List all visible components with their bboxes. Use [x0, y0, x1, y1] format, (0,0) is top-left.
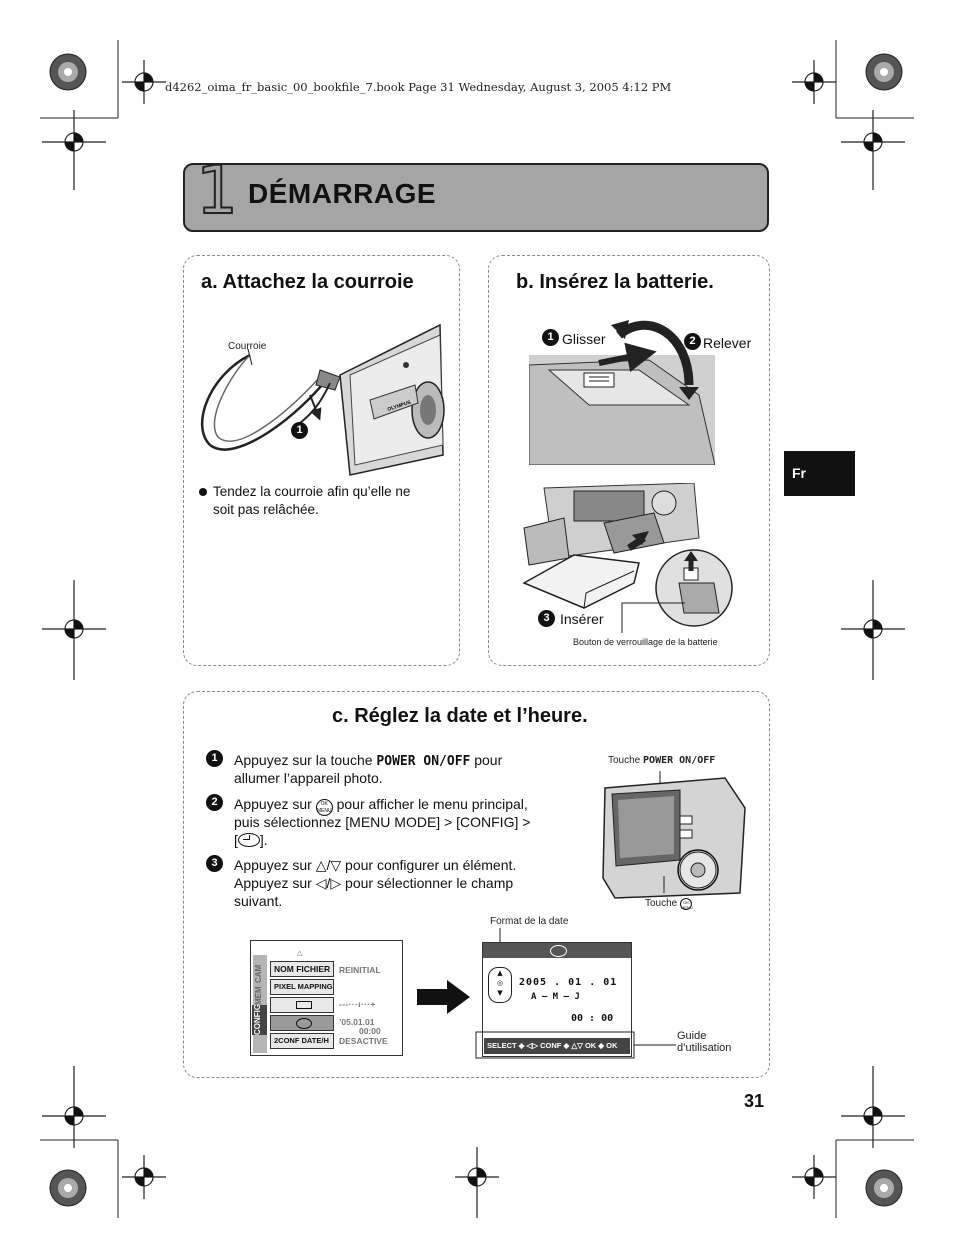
menu-clock-icon — [295, 1018, 312, 1029]
menu-value-time: 00:00 — [359, 1026, 381, 1036]
date-step3-line1: Appuyez sur △/▽ pour configurer un éléme… — [234, 857, 517, 873]
lcd-date-order: A — M — J — [531, 992, 580, 1002]
battery-lock-label: Bouton de verrouillage de la batterie — [573, 637, 718, 647]
section-c-title: c. Réglez la date et l’heure. — [332, 705, 588, 727]
guide-bracket — [475, 1031, 676, 1059]
date-step2-line2: puis sélectionnez [MENU MODE] > [CONFIG]… — [234, 814, 531, 830]
lcd-clock-icon — [550, 945, 567, 957]
touche-power-label: Touche POWER ON/OFF — [608, 755, 716, 766]
menu-item-dual-time: 2CONF DATE/H — [270, 1033, 334, 1049]
battery-cover-illustration — [529, 320, 715, 465]
lcd-order-selector: ▲◎▼ — [488, 967, 512, 1003]
date-step2-line3: []. — [234, 832, 268, 848]
up-down-arrow-icon: △/▽ — [315, 857, 342, 873]
guide-label-line1: Guide — [677, 1030, 707, 1042]
monitor-brightness-icon — [295, 1001, 312, 1009]
menu-tab-mem: MEM — [254, 986, 263, 1005]
date-step2-marker: 2 — [206, 794, 223, 811]
lcd-time: 00 : 00 — [571, 1013, 614, 1024]
date-step3-marker: 3 — [206, 855, 223, 872]
date-step1-marker: 1 — [206, 750, 223, 767]
panel-strap — [183, 255, 460, 666]
date-step3-line3: suivant. — [234, 893, 283, 909]
menu-value-off: DESACTIVE — [339, 1036, 388, 1046]
camera-strap-illustration: OLYMPUS — [200, 323, 445, 476]
strap-bullet-line2: soit pas relâchée. — [213, 502, 319, 517]
bullet-dot-icon — [199, 488, 207, 496]
date-setting-screen: ▲◎▼ 2005 . 01 . 01 A — M — J 00 : 00 SEL… — [482, 942, 632, 1057]
battery-step2-label: Relever — [703, 335, 752, 351]
panel-date-time — [183, 691, 770, 1078]
battery-step1-marker: 1 — [542, 329, 559, 346]
menu-scroll-up-icon: △ — [297, 949, 303, 957]
date-step1-line2: allumer l’appareil photo. — [234, 770, 383, 786]
lock-leader-line — [621, 602, 685, 633]
strap-step-marker: 1 — [291, 422, 308, 439]
lcd-guide-bar: SELECT ◆ ◁▷ CONF ◆ △▽ OK ◆ OK — [487, 1041, 618, 1050]
menu-item-file-name: NOM FICHIER — [270, 961, 334, 977]
language-tab: Fr — [784, 451, 855, 496]
chapter-title: DÉMARRAGE — [248, 178, 437, 209]
lcd-date: 2005 . 01 . 01 — [519, 977, 618, 988]
date-step3-line2: Appuyez sur ◁/▷ pour sélectionner le cha… — [234, 875, 514, 891]
guide-label-line2: d’utilisation — [677, 1042, 732, 1054]
menu-value-brightness-scale: - - - · · · ı · · · + — [339, 999, 375, 1009]
section-b-title: b. Insérez la batterie. — [516, 271, 714, 293]
date-format-label: Format de la date — [490, 916, 569, 927]
menu-value-date: ’05.01.01 — [339, 1017, 375, 1027]
battery-step2-marker: 2 — [684, 333, 701, 350]
date-step1-line1: Appuyez sur la touche POWER ON/OFF pour — [234, 752, 503, 769]
clock-icon — [237, 833, 260, 847]
chapter-number: 1 — [195, 152, 239, 229]
menu-item-clock — [270, 1015, 334, 1031]
menu-tab-cam: CAM — [254, 964, 263, 983]
battery-step3-label: Insérer — [560, 611, 604, 627]
menu-tab-config: CONFIG — [253, 1003, 262, 1035]
menu-item-brightness — [270, 997, 334, 1013]
strap-callout: Courroie — [228, 341, 267, 352]
battery-step1-label: Glisser — [562, 331, 606, 347]
left-right-arrow-icon: ◁/▷ — [315, 875, 342, 891]
menu-value-reset: REINITIAL — [339, 965, 381, 975]
config-menu-screen: CONFIG MEM CAM △ NOM FICHIER PIXEL MAPPI… — [250, 940, 403, 1056]
right-arrow-icon — [417, 980, 470, 1014]
menu-item-pixel-mapping: PIXEL MAPPING — [270, 979, 334, 995]
battery-step3-marker: 3 — [538, 610, 555, 627]
page-number: 31 — [744, 1091, 765, 1111]
camera-back-illustration — [602, 771, 746, 899]
battery-insert-illustration — [522, 483, 733, 627]
chapter-banner — [183, 163, 769, 232]
file-header-line: d4262_oima_fr_basic_00_bookfile_7.book P… — [165, 80, 672, 94]
section-a-title: a. Attachez la courroie — [201, 271, 414, 293]
panel-battery — [488, 255, 770, 666]
strap-bullet-line1: Tendez la courroie afin qu’elle ne — [213, 484, 411, 499]
